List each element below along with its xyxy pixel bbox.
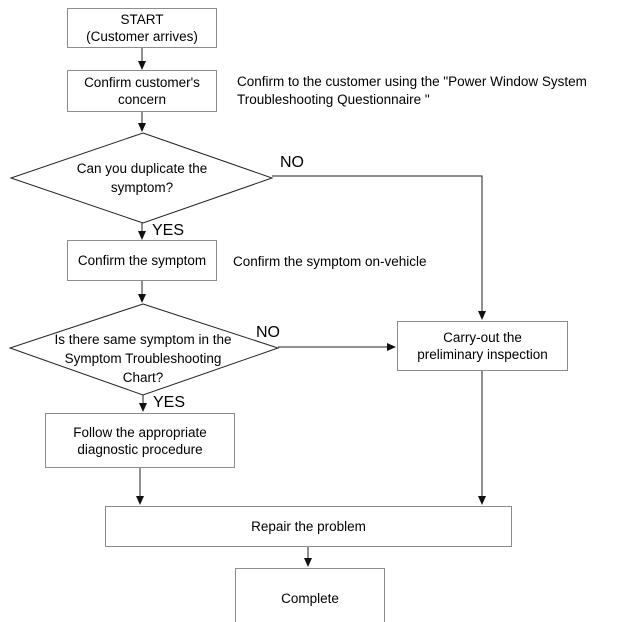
arrowhead <box>138 61 146 70</box>
note-on-vehicle-line1: Confirm the symptom on-vehicle <box>233 254 427 269</box>
confirm-concern-label-line2: concern <box>117 92 167 107</box>
note-questionnaire: Confirm to the customer using the "Power… <box>237 73 627 108</box>
decision-same-symptom-line1: Is there same symptom in the <box>54 332 232 347</box>
branch-label-yes-1: YES <box>152 222 185 239</box>
arrowhead <box>138 231 146 240</box>
start-node-sublabel: (Customer arrives) <box>86 29 198 44</box>
decision-duplicate-line2: symptom? <box>110 180 174 195</box>
carry-out-node: Carry-out the preliminary inspection <box>397 321 568 371</box>
follow-procedure-label-line1: Follow the appropriate <box>73 424 207 440</box>
branch-label-no-1: NO <box>280 154 304 171</box>
carry-out-label-line1: Carry-out the <box>443 330 522 345</box>
arrowhead <box>139 403 147 412</box>
arrow-d1-no <box>272 175 483 312</box>
confirm-symptom-label: Confirm the symptom <box>77 253 207 268</box>
start-node: START (Customer arrives) <box>67 8 217 48</box>
confirm-concern-node: Confirm customer's concern <box>67 70 217 112</box>
branch-label-no-2: NO <box>256 324 280 341</box>
start-node-label: START <box>120 12 164 27</box>
note-questionnaire-line1: Confirm to the customer using the "Power… <box>237 74 587 89</box>
repair-label: Repair the problem <box>251 519 366 534</box>
repair-node: Repair the problem <box>105 506 512 547</box>
follow-procedure-label-line2: diagnostic procedure <box>77 441 203 457</box>
arrowhead <box>478 496 486 505</box>
confirm-symptom-node: Confirm the symptom <box>67 240 217 281</box>
decision-same-symptom-line2: Symptom Troubleshooting <box>64 351 222 366</box>
arrowhead <box>478 311 486 320</box>
decision-same-symptom-text: Is there same symptom in the Symptom Tro… <box>33 330 253 387</box>
arrowhead <box>138 294 146 303</box>
arrowhead <box>304 558 312 567</box>
arrowhead <box>136 496 144 505</box>
note-questionnaire-line2: Troubleshooting Questionnaire " <box>237 91 430 107</box>
arrowhead <box>387 343 396 351</box>
confirm-concern-label-line1: Confirm customer's <box>84 75 200 90</box>
decision-duplicate-line1: Can you duplicate the <box>76 161 208 176</box>
decision-duplicate-text: Can you duplicate the symptom? <box>32 159 252 197</box>
arrowhead <box>138 123 146 132</box>
carry-out-label-line2: preliminary inspection <box>417 347 548 362</box>
branch-label-yes-2: YES <box>153 394 186 411</box>
follow-procedure-node: Follow the appropriate diagnostic proced… <box>45 413 235 468</box>
complete-node: Complete <box>235 568 385 622</box>
complete-label: Complete <box>281 590 339 606</box>
decision-same-symptom-line3: Chart? <box>122 370 164 385</box>
note-on-vehicle: Confirm the symptom on-vehicle <box>233 253 533 271</box>
